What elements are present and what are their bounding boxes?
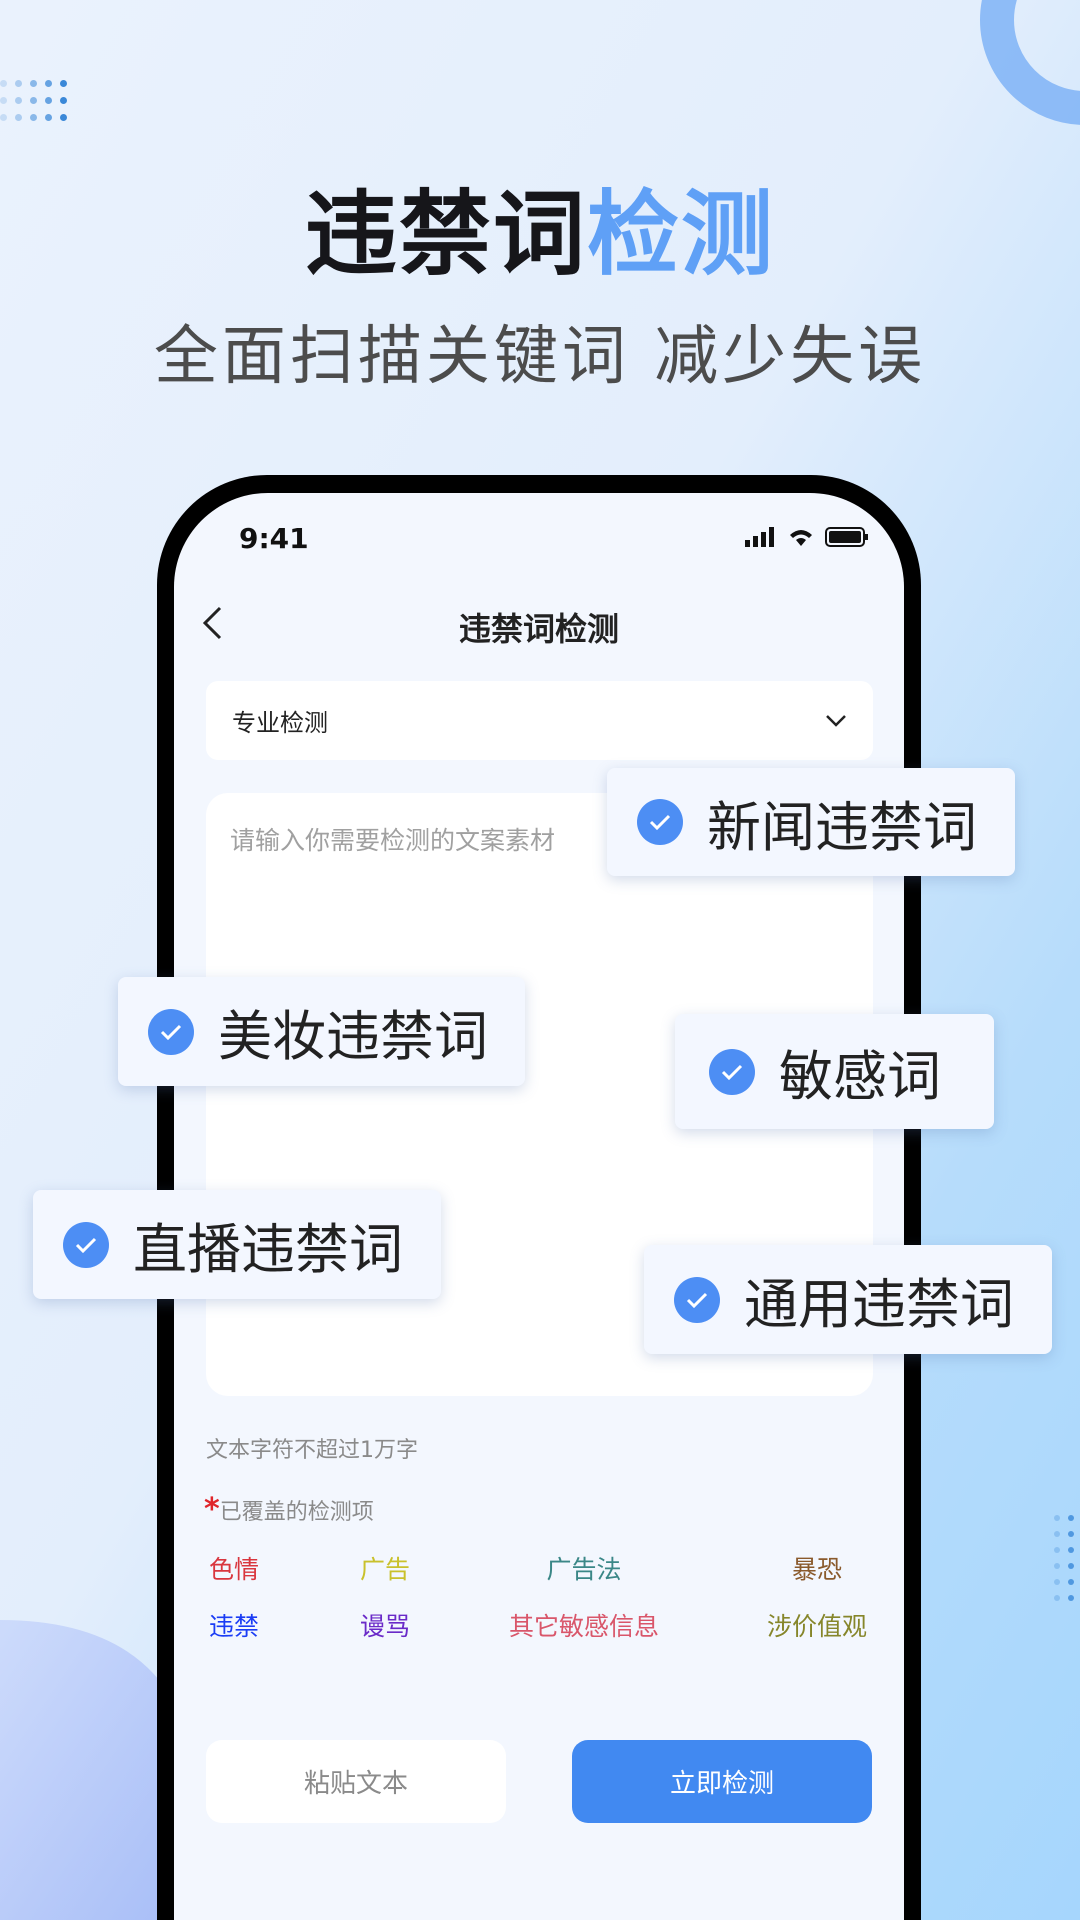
mode-select-value: 专业检测 xyxy=(232,709,328,737)
check-circle-icon xyxy=(674,1276,720,1323)
chevron-down-icon xyxy=(826,714,846,727)
hero-title-dark: 违禁词 xyxy=(304,181,587,288)
tag-label: 新闻违禁词 xyxy=(707,795,977,859)
hero-title: 违禁词检测 xyxy=(0,160,1080,293)
decorative-blob xyxy=(0,1620,200,1920)
paste-text-button[interactable]: 粘贴文本 xyxy=(206,1740,506,1823)
covered-item: 色情 xyxy=(208,1555,260,1584)
check-circle-icon xyxy=(709,1048,755,1095)
status-icons xyxy=(745,527,869,547)
decorative-dots xyxy=(1054,1515,1074,1601)
text-input-placeholder: 请输入你需要检测的文案素材 xyxy=(230,826,556,855)
hero-subtitle: 全面扫描关键词 减少失误 xyxy=(153,320,927,394)
check-circle-icon xyxy=(63,1221,109,1268)
length-hint: 文本字符不超过1万字 xyxy=(206,1438,418,1463)
check-circle-icon xyxy=(637,799,683,845)
covered-item: 暴恐 xyxy=(791,1555,843,1584)
nav-title: 违禁词检测 xyxy=(458,610,619,648)
tag-general: 通用违禁词 xyxy=(644,1245,1052,1354)
covered-item: 广告 xyxy=(359,1555,411,1584)
decorative-dots xyxy=(0,80,68,121)
wifi-icon xyxy=(790,530,812,546)
start-check-button[interactable]: 立即检测 xyxy=(572,1740,872,1823)
covered-item: 违禁 xyxy=(208,1612,260,1641)
covered-label-text: 已覆盖的检测项 xyxy=(219,1500,374,1525)
covered-item: 其它敏感信息 xyxy=(508,1612,660,1641)
back-button[interactable] xyxy=(200,605,224,651)
chevron-left-icon xyxy=(202,606,222,640)
status-time: 9:41 xyxy=(239,522,309,555)
tag-label: 直播违禁词 xyxy=(133,1218,403,1281)
covered-label: *已覆盖的检测项 xyxy=(204,1492,374,1527)
check-circle-icon xyxy=(148,1008,194,1055)
tag-live: 直播违禁词 xyxy=(33,1190,441,1299)
decorative-ring xyxy=(980,0,1080,125)
required-star: * xyxy=(204,1492,220,1527)
covered-item: 谩骂 xyxy=(359,1612,411,1641)
hero-title-accent: 检测 xyxy=(587,181,776,288)
mode-select[interactable]: 专业检测 xyxy=(206,681,873,760)
signal-icon xyxy=(745,527,774,547)
tag-beauty: 美妆违禁词 xyxy=(118,977,525,1086)
battery-icon xyxy=(825,527,868,547)
tag-label: 美妆违禁词 xyxy=(218,1005,488,1068)
tag-news: 新闻违禁词 xyxy=(607,768,1015,876)
covered-item: 涉价值观 xyxy=(766,1612,868,1641)
tag-sensitive: 敏感词 xyxy=(675,1014,994,1129)
tag-label: 通用违禁词 xyxy=(744,1273,1014,1336)
tag-label: 敏感词 xyxy=(779,1045,941,1108)
covered-item: 广告法 xyxy=(546,1555,622,1584)
